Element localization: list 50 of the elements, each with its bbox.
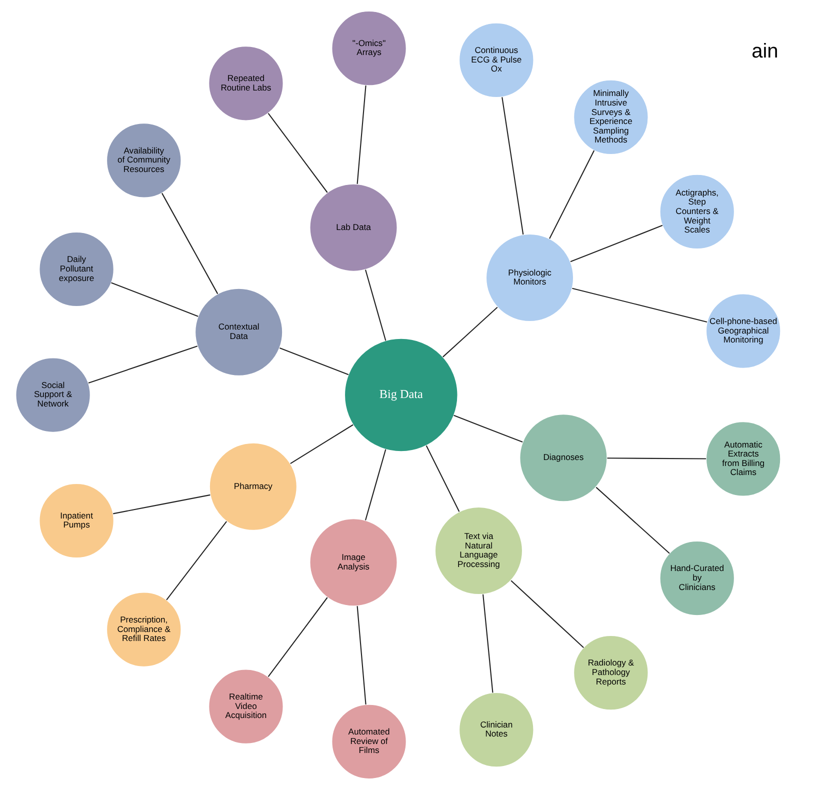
connector: [425, 445, 460, 512]
label: ain: [751, 40, 778, 63]
connector: [88, 346, 198, 384]
connector: [364, 270, 386, 341]
node-circle: Hand-Curated by Clinicians: [659, 540, 734, 616]
node-circle: Actigraphs, Step Counters & Weight Scales: [659, 174, 734, 250]
node-circle: "-Omics" Arrays: [331, 10, 406, 86]
connector: [110, 282, 198, 317]
node-circle: Diagnoses: [518, 414, 607, 502]
node-circle: Prescription, Compliance & Refill Rates: [106, 592, 181, 668]
connector: [267, 597, 328, 678]
node-circle: Lab Data: [309, 184, 397, 272]
node-circle: Minimally Intrusive Surveys & Experience Sampling Methods: [572, 80, 648, 155]
node-circle: Physiologic Monitors: [485, 234, 574, 322]
connector: [112, 494, 210, 514]
node-circle: Repeated Routine Labs: [208, 46, 283, 121]
node-circle: Automatic Extracts from Billing Claims: [705, 421, 780, 496]
node-circle: Contextual Data: [194, 288, 282, 376]
node-circle: Daily Pollutant exposure: [38, 232, 114, 307]
node-circle: Cell-phone-based Geographical Monitoring: [705, 294, 780, 369]
connector: [595, 486, 670, 554]
node-circle: Pharmacy: [208, 442, 297, 531]
connector: [161, 192, 218, 294]
connector: [442, 306, 498, 358]
connector: [548, 150, 594, 239]
connector: [267, 112, 328, 193]
node-circle: Text via Natural Language Processing: [434, 506, 522, 595]
connector: [510, 580, 584, 648]
connector: [570, 224, 662, 262]
node-circle: Availability of Community Resources: [106, 122, 181, 198]
connector: [606, 458, 706, 460]
node-circle: Social Support & Network: [15, 357, 90, 433]
node-circle: Continuous ECG & Pulse Ox: [458, 22, 534, 98]
node-circle: Image Analysis: [309, 518, 397, 606]
node-circle: Automated Review of Films: [331, 704, 406, 780]
connector: [453, 414, 522, 443]
node-circle: Radiology & Pathology Reports: [572, 635, 648, 710]
connector: [356, 606, 366, 705]
connector: [501, 97, 524, 235]
connector: [572, 288, 707, 322]
connector: [290, 424, 353, 464]
connector: [364, 449, 386, 520]
connector: [356, 85, 366, 184]
connector: [482, 594, 493, 693]
node-circle: Clinician Notes: [458, 692, 534, 768]
node-circle: Inpatient Pumps: [38, 483, 114, 558]
connector: [279, 347, 348, 376]
node-circle: Big Data: [344, 338, 458, 452]
connector: [166, 521, 226, 600]
node-circle: Realtime Video Acquisition: [208, 669, 283, 744]
